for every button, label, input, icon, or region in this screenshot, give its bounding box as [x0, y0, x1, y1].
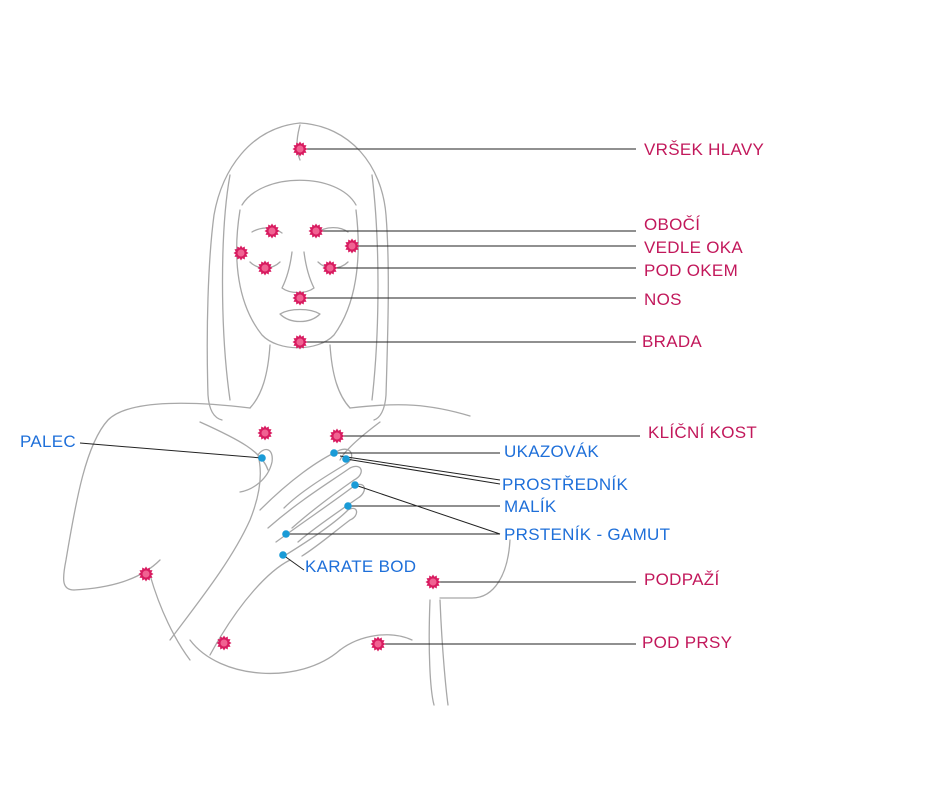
- right-sleeve-edge: [439, 539, 511, 599]
- right-body-side: [428, 599, 435, 706]
- finger-point-dot: [282, 530, 290, 538]
- ring-finger-outline: [275, 483, 365, 543]
- finger-point-dot: [258, 454, 266, 462]
- tapping-point-dot-core: [237, 249, 245, 257]
- hair-left-strand: [221, 174, 231, 401]
- label-nose: NOS: [644, 290, 682, 309]
- chest-left-curve: [189, 639, 341, 675]
- tapping-point-dot-core: [312, 227, 320, 235]
- tapping-point-dot-core: [268, 227, 276, 235]
- mouth: [279, 308, 321, 323]
- line-ring-finger: [354, 484, 501, 535]
- label-armpit: PODPAŽÍ: [644, 570, 720, 589]
- hair-left-outline: [206, 122, 301, 421]
- tapping-point-dot: [216, 635, 232, 651]
- tapping-point-dot: [322, 260, 338, 276]
- label-little-finger: MALÍK: [504, 497, 557, 516]
- tapping-point-dot-core: [296, 338, 304, 346]
- tapping-point-dot-core: [429, 578, 437, 586]
- label-under-eye: POD OKEM: [644, 261, 739, 280]
- tapping-point-dot: [264, 223, 280, 239]
- tapping-point-dot: [425, 574, 441, 590]
- tapping-point-dot-core: [296, 145, 304, 153]
- right-shoulder-top: [349, 404, 471, 417]
- finger-point-dot: [330, 449, 338, 457]
- tapping-point-markers: [138, 141, 441, 652]
- label-eyebrow: OBOČÍ: [644, 215, 701, 234]
- line-thumb: [79, 442, 263, 459]
- nose-outline: [281, 251, 315, 294]
- tapping-point-dot: [344, 238, 360, 254]
- finger-point-markers: [258, 449, 359, 559]
- forehead-hairline: [241, 179, 357, 206]
- neck-left: [249, 344, 271, 409]
- line-middle-finger-b: [339, 455, 501, 481]
- little-finger-outline: [283, 507, 358, 557]
- sketch-outline: [62, 122, 511, 706]
- index-finger-outline: [259, 448, 353, 511]
- left-shoulder: [62, 402, 251, 591]
- hair-right-strand: [371, 174, 379, 401]
- label-side-of-eye: VEDLE OKA: [644, 238, 744, 257]
- neck-right: [329, 344, 351, 409]
- tapping-point-dot-core: [220, 639, 228, 647]
- left-sleeve-edge: [73, 559, 161, 591]
- finger-point-dot: [279, 551, 287, 559]
- tapping-point-dot: [292, 290, 308, 306]
- tapping-point-dot: [308, 223, 324, 239]
- finger-point-dot: [342, 455, 350, 463]
- middle-finger-outline: [267, 465, 362, 529]
- label-top-of-head: VRŠEK HLAVY: [644, 140, 765, 159]
- tapping-point-dot: [292, 141, 308, 157]
- label-karate-point: KARATE BOD: [305, 557, 417, 576]
- tapping-point-dot: [257, 425, 273, 441]
- finger-point-dot: [351, 481, 359, 489]
- tapping-point-dot-core: [142, 570, 150, 578]
- label-index-finger: UKAZOVÁK: [504, 442, 599, 461]
- tapping-point-dot-core: [326, 264, 334, 272]
- tapping-point-dot-core: [296, 294, 304, 302]
- tapping-point-dot-core: [348, 242, 356, 250]
- label-thumb: PALEC: [20, 432, 76, 451]
- tapping-point-dot: [329, 428, 345, 444]
- tapping-point-dot: [257, 260, 273, 276]
- tapping-point-dot: [292, 334, 308, 350]
- chest-right-curve: [339, 634, 413, 651]
- tapping-point-dot-core: [261, 264, 269, 272]
- label-ring-finger-gamut: PRSTENÍK - GAMUT: [504, 525, 671, 544]
- right-neckline: [339, 421, 381, 461]
- left-neckline: [199, 421, 269, 471]
- label-chin: BRADA: [642, 332, 703, 351]
- tapping-point-dot-core: [333, 432, 341, 440]
- left-body-side: [149, 574, 191, 661]
- line-middle-finger-a: [345, 458, 501, 485]
- tapping-point-dot-core: [374, 640, 382, 648]
- tapping-point-dot: [233, 245, 249, 261]
- finger-point-dot: [344, 502, 352, 510]
- label-middle-finger: PROSTŘEDNÍK: [502, 475, 629, 494]
- tapping-point-dot: [370, 636, 386, 652]
- thumb-outline: [239, 448, 273, 493]
- label-under-breast: POD PRSY: [642, 633, 733, 652]
- forearm-lower: [209, 559, 291, 656]
- tapping-point-dot: [138, 566, 154, 582]
- tapping-point-dot-core: [261, 429, 269, 437]
- forearm-upper: [169, 454, 262, 641]
- line-karate-point: [282, 554, 305, 571]
- label-collarbone: KLÍČNÍ KOST: [648, 423, 758, 442]
- pointer-lines: [79, 148, 640, 645]
- right-body-side-2: [439, 599, 449, 706]
- face-outline: [236, 209, 359, 349]
